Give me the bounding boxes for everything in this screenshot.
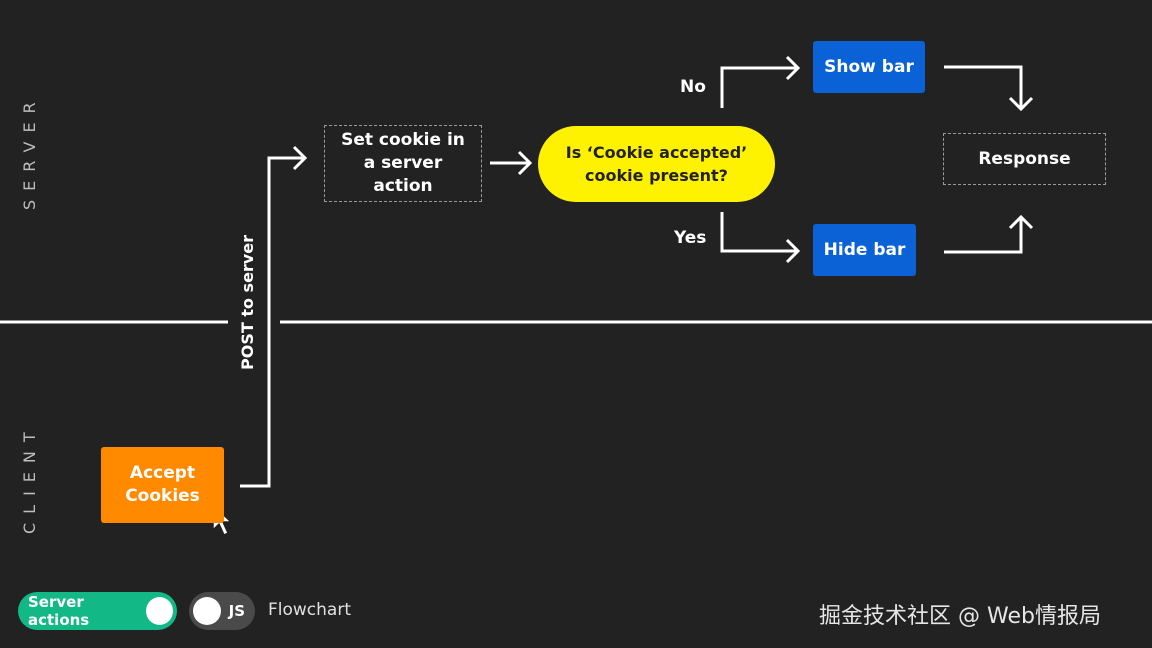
decision-node: Is ‘Cookie accepted’ cookie present? (538, 126, 775, 202)
arrowhead-hide-bar (785, 238, 801, 264)
arrowhead-set-cookie (292, 145, 308, 171)
set-cookie-node: Set cookie in a server action (324, 125, 482, 202)
watermark-text: 掘金技术社区 @ Web情报局 (819, 604, 1101, 629)
arrowhead-response-bottom (1008, 214, 1034, 230)
edge-show-bar-to-response (944, 65, 1023, 109)
arrowhead-show-bar (785, 55, 801, 81)
server-actions-label: Server actions (28, 593, 90, 629)
no-label: No (680, 77, 706, 97)
arrowhead-response-top (1008, 96, 1034, 112)
yes-label: Yes (674, 228, 707, 248)
client-lane-label: CLIENT (20, 423, 39, 534)
toggle-knob-off (193, 597, 221, 625)
show-bar-node: Show bar (813, 41, 925, 93)
edge-yes-to-hide-bar (720, 212, 798, 253)
toggle-knob-on (145, 597, 173, 625)
server-actions-toggle[interactable]: Server actions (18, 592, 177, 630)
response-node: Response (943, 133, 1106, 185)
accept-cookies-node[interactable]: Accept Cookies (101, 447, 224, 523)
edge-no-to-show-bar (720, 66, 798, 108)
arrowhead-decision (517, 150, 533, 176)
post-to-server-label: POST to server (238, 235, 257, 370)
edge-accept-to-set-cookie (240, 156, 304, 488)
js-label: JS (228, 602, 245, 620)
flowchart-tab[interactable]: Flowchart (268, 600, 351, 620)
edge-hide-bar-to-response (944, 217, 1023, 254)
js-toggle[interactable]: JS (189, 592, 255, 630)
server-lane-label: SERVER (20, 93, 39, 210)
hide-bar-node: Hide bar (813, 224, 916, 276)
